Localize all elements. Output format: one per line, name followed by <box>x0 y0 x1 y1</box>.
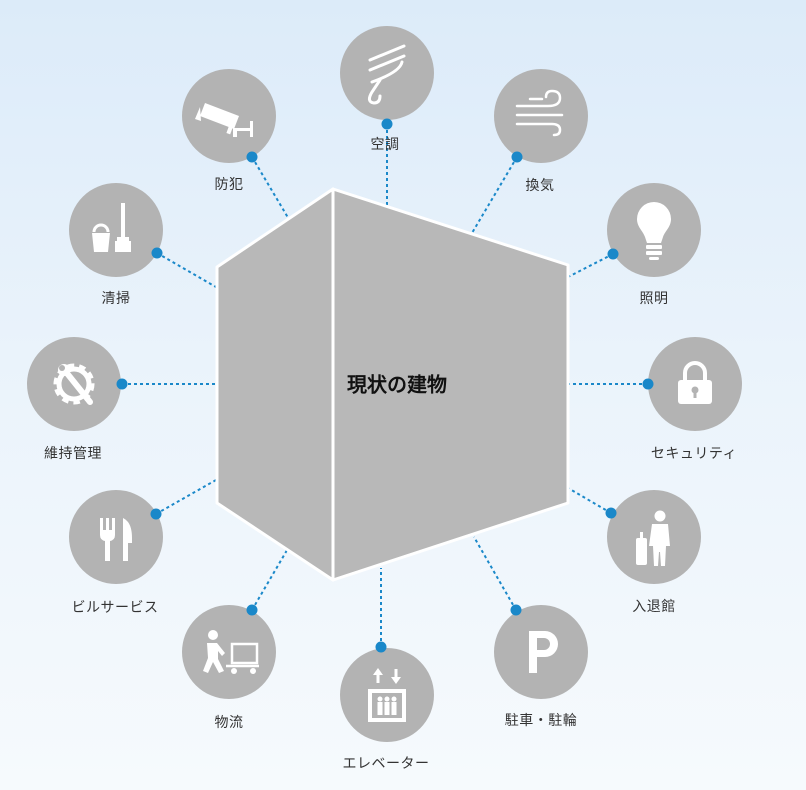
central-building <box>215 187 570 582</box>
circle-building-service <box>69 490 163 584</box>
connector-kanki <box>471 156 518 234</box>
connector-lines <box>122 130 648 647</box>
connector-building-service <box>155 479 217 515</box>
dot-butsuryu <box>246 604 258 616</box>
building-left-face <box>215 187 335 582</box>
label-nyutaikan: 入退館 <box>632 599 676 615</box>
connector-chusha <box>473 536 517 611</box>
security-camera-icon <box>195 103 253 137</box>
label-security: セキュリティ <box>650 446 738 462</box>
label-bohan: 防犯 <box>214 177 244 193</box>
parking-icon <box>529 631 558 673</box>
label-elevator: エレベーター <box>342 756 430 772</box>
dot-iji-kanri <box>116 378 128 390</box>
label-building-service: ビルサービス <box>71 600 159 616</box>
dot-chusha <box>510 604 522 616</box>
circle-butsuryu <box>182 605 276 699</box>
connector-nyutaikan <box>567 487 612 514</box>
dot-security <box>642 378 654 390</box>
hand-truck-icon <box>203 630 259 674</box>
elevator-icon <box>368 668 406 722</box>
fork-knife-icon <box>100 518 132 561</box>
connector-butsuryu <box>251 544 291 611</box>
dot-building-service <box>150 508 162 520</box>
label-seiso: 清掃 <box>101 291 131 307</box>
label-kucho: 空調 <box>370 137 400 153</box>
wind-swirl-icon <box>367 44 406 105</box>
label-butsuryu: 物流 <box>214 715 244 731</box>
dot-nyutaikan <box>605 507 617 519</box>
circle-kucho <box>340 26 434 120</box>
center-building-label: 現状の建物 <box>347 372 447 397</box>
dot-kucho <box>381 118 393 130</box>
dot-shomei <box>607 248 619 260</box>
dot-kanki <box>511 151 523 163</box>
label-kanki: 換気 <box>525 178 555 194</box>
air-flow-icon <box>515 89 564 137</box>
person-with-luggage-icon <box>636 510 670 566</box>
label-shomei: 照明 <box>639 291 669 307</box>
circle-elevator <box>340 648 434 742</box>
light-bulb-icon <box>637 202 671 260</box>
bucket-brush-icon <box>92 203 131 252</box>
dot-seiso <box>151 247 163 259</box>
connector-dots <box>116 118 654 653</box>
label-iji-kanri: 維持管理 <box>44 446 102 462</box>
connector-seiso <box>156 252 217 288</box>
dot-elevator <box>375 641 387 653</box>
connector-shomei <box>567 253 614 278</box>
connector-bohan <box>251 156 291 222</box>
circle-seiso <box>69 183 163 277</box>
gear-wrench-icon <box>53 363 95 405</box>
label-chusha: 駐車・駐輪 <box>504 713 578 729</box>
lock-icon <box>678 361 712 404</box>
dot-bohan <box>246 151 258 163</box>
building-right-face <box>331 187 570 582</box>
